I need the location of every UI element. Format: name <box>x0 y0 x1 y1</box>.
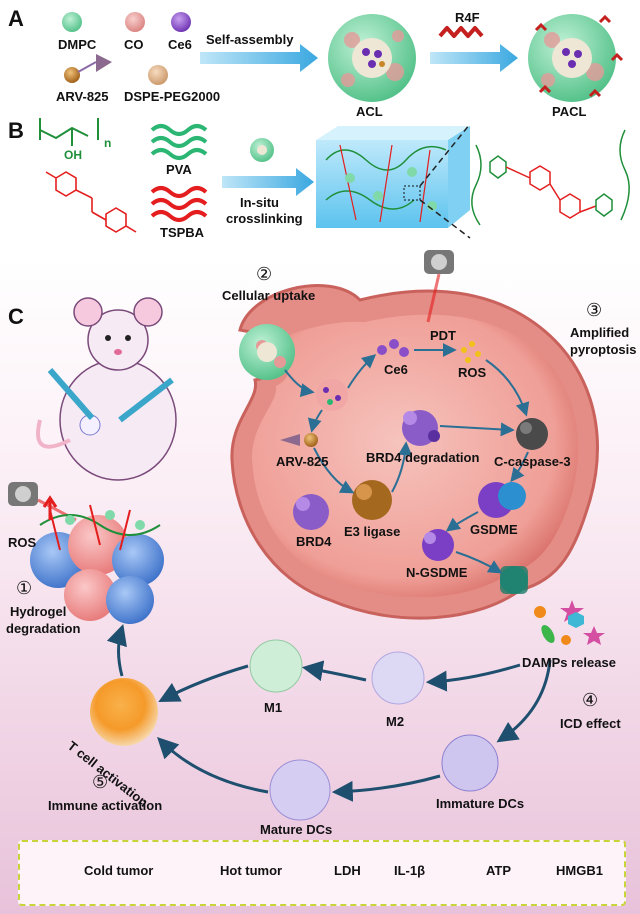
c-caspase3-label: C-caspase-3 <box>494 454 571 469</box>
ros-up-arrow-icon <box>42 495 58 520</box>
pacl-nanoparticle <box>528 14 624 102</box>
arv825-label: ARV-825 <box>56 89 109 104</box>
gsdme-label: GSDME <box>470 522 518 537</box>
step2-number: ② <box>256 264 273 284</box>
mature-dcs-label: Mature DCs <box>260 822 333 837</box>
t-cell-icon <box>90 678 158 746</box>
ros-cell-label: ROS <box>458 365 487 380</box>
tumor-cluster <box>30 504 164 624</box>
pva-oh-label: OH <box>64 148 82 162</box>
ros-dot-icon <box>461 347 467 353</box>
legend-atp: ATP <box>486 863 512 878</box>
cellular-uptake-label: Cellular uptake <box>222 288 316 303</box>
laser-device-left-icon <box>8 482 77 522</box>
legend-ldh: LDH <box>334 863 361 878</box>
panel-b-graphics <box>39 118 630 239</box>
ce6-molecule-icon <box>377 345 387 355</box>
self-assembly-arrow <box>200 44 318 72</box>
ce6-cell-label: Ce6 <box>384 362 408 377</box>
e3-ligase-label: E3 ligase <box>344 524 401 539</box>
arv825-ligand-icon <box>96 54 112 72</box>
tspba-label: TSPBA <box>160 225 205 240</box>
c-caspase3-icon <box>516 418 548 450</box>
legend-hot-tumor: Hot tumor <box>220 863 283 878</box>
panel-label-c: C <box>8 304 24 329</box>
m1-label: M1 <box>264 700 283 715</box>
pdt-label: PDT <box>430 328 456 343</box>
self-assembly-label: Self-assembly <box>206 32 294 47</box>
burst-particle-icon <box>316 379 348 411</box>
pva-n-label: n <box>104 136 112 150</box>
step1-number: ① <box>16 578 33 598</box>
legend-hmgb1: HMGB1 <box>556 863 603 878</box>
laser-device-icon <box>424 250 454 323</box>
tspba-wave-icon <box>150 186 208 222</box>
dspe-peg2000-sphere-icon <box>148 65 168 85</box>
amplified-label: Amplified <box>570 325 630 340</box>
m1-cell-icon <box>249 639 303 693</box>
icd-effect-label: ICD effect <box>560 716 621 731</box>
pyroptosis-label: pyroptosis <box>570 342 637 357</box>
e3-ligase-icon <box>352 480 392 520</box>
legend-il1b: IL-1β <box>394 863 426 878</box>
dmpc-sphere-icon <box>62 12 82 32</box>
crosslinking-label: crosslinking <box>226 211 303 226</box>
pva-structure <box>39 118 99 146</box>
pathway-icons <box>280 339 548 561</box>
panel-label-a: A <box>8 6 24 31</box>
dmpc-label: DMPC <box>58 37 97 52</box>
uptake-nanoparticle <box>239 324 295 380</box>
ce6-sphere-icon <box>171 12 191 32</box>
n-gsdme-label: N-GSDME <box>406 565 468 580</box>
panel-a-graphics <box>62 12 624 102</box>
crosslink-zoom-structure <box>471 129 630 226</box>
r4f-label: R4F <box>455 10 480 25</box>
ros-tumor-label: ROS <box>8 535 37 550</box>
hydrogel-box <box>316 126 470 228</box>
pacl-label: PACL <box>552 104 587 119</box>
crosslinking-arrow <box>222 168 314 196</box>
in-situ-label: In-situ <box>240 195 279 210</box>
co-label: CO <box>124 37 144 52</box>
brd4-degradation-label: BRD4 degradation <box>366 450 480 465</box>
immune-activation-label: Immune activation <box>48 798 163 813</box>
co-sphere-icon <box>125 12 145 32</box>
r4f-peptide-icon <box>438 26 484 38</box>
pva-wave-icon <box>150 124 208 160</box>
degradation-label: degradation <box>6 621 81 636</box>
legend-cold-tumor: Cold tumor <box>84 863 154 878</box>
damps-release-label: DAMPs release <box>522 655 616 670</box>
arv825-ligand-cell-icon <box>280 434 300 446</box>
hydrogel-label: Hydrogel <box>10 604 67 619</box>
arv825-cell-icon <box>304 433 318 447</box>
acl-nanoparticle <box>328 14 416 102</box>
mature-dc-icon <box>269 759 331 821</box>
mouse-icon <box>36 297 177 481</box>
step3-number: ③ <box>586 300 603 320</box>
brd4-label: BRD4 <box>296 534 332 549</box>
dspe-peg2000-label: DSPE-PEG2000 <box>124 89 221 104</box>
pathway-arrows <box>284 343 530 574</box>
pva-label: PVA <box>166 162 192 177</box>
m2-label: M2 <box>386 714 405 729</box>
r4f-arrow <box>430 44 518 72</box>
legend-box <box>18 840 626 906</box>
tspba-structure <box>45 171 137 233</box>
syringe-icon <box>47 368 95 420</box>
acl-label: ACL <box>356 104 383 119</box>
immature-dc-icon <box>441 734 499 792</box>
immature-dcs-label: Immature DCs <box>436 796 525 811</box>
immune-cycle-arrows <box>106 623 552 802</box>
arv825-sphere-icon <box>64 67 80 83</box>
damps-icons <box>534 600 605 645</box>
m2-cell-icon <box>371 651 425 705</box>
step4-number: ④ <box>582 690 599 710</box>
step5-number: ⑤ <box>92 772 109 792</box>
panel-label-b: B <box>8 118 24 143</box>
arv825-cell-label: ARV-825 <box>276 454 329 469</box>
ce6-label: Ce6 <box>168 37 192 52</box>
